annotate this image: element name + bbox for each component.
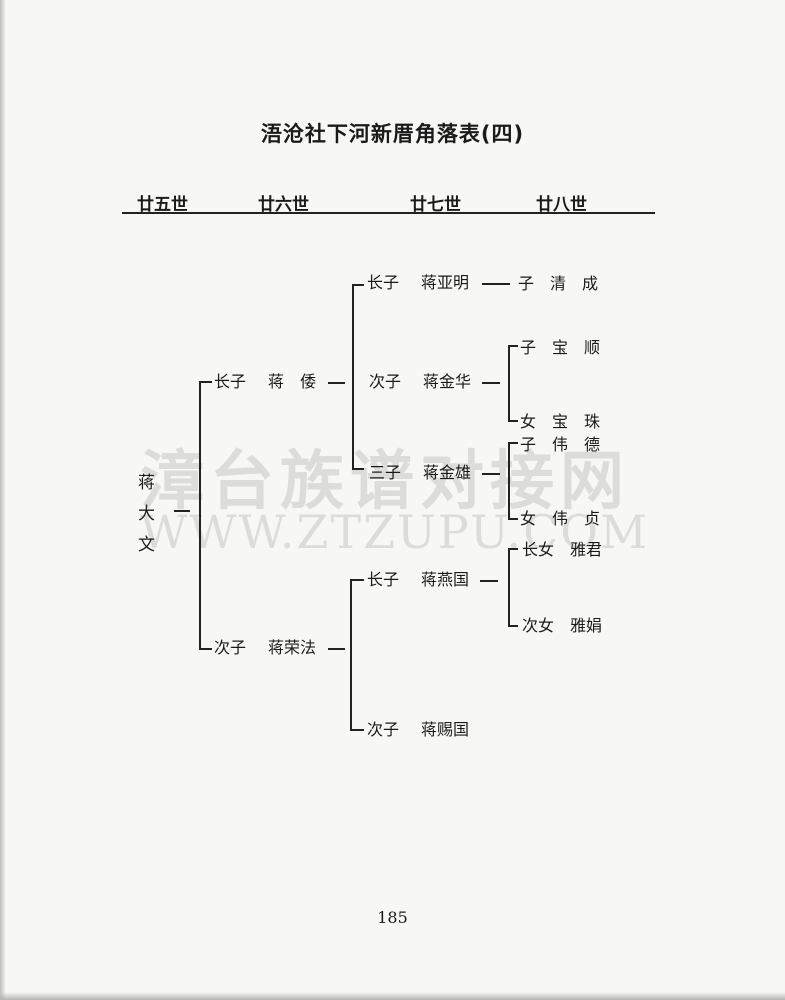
- connector: [482, 283, 510, 285]
- gen27-rel-1: 长子: [367, 273, 400, 292]
- gen27-rel-2: 次子: [369, 372, 402, 391]
- root-char-3: 文: [138, 535, 155, 555]
- generation-header-26: 廿六世: [258, 195, 309, 215]
- bracket-line: [508, 442, 510, 518]
- gen27-name-2: 蒋金华: [423, 372, 472, 391]
- gen28-child-3: 女 宝 珠: [520, 412, 601, 431]
- bracket-line: [508, 345, 518, 347]
- bracket-line: [508, 442, 518, 444]
- watermark-text: 漳台族谱对接网: [140, 445, 630, 519]
- gen26-name-2: 蒋荣法: [268, 638, 317, 657]
- generation-header-25: 廿五世: [137, 195, 188, 215]
- bracket-line: [352, 284, 354, 468]
- bracket-line: [508, 518, 518, 520]
- bracket-line: [508, 345, 510, 420]
- connector: [328, 648, 345, 650]
- bracket-line: [199, 381, 212, 383]
- gen28-child-4: 子 伟 德: [520, 435, 601, 454]
- bracket-line: [508, 548, 510, 625]
- bracket-line: [350, 579, 352, 729]
- gen26-rel-2: 次子: [214, 638, 247, 657]
- connector: [174, 510, 190, 512]
- connector: [328, 382, 345, 384]
- root-char-1: 蒋: [138, 473, 155, 493]
- bracket-line: [352, 468, 364, 470]
- gen28-child-5: 女 伟 贞: [520, 509, 601, 528]
- gen28-child-6: 长女 雅君: [522, 540, 603, 559]
- bracket-line: [508, 420, 518, 422]
- bracket-line: [350, 579, 364, 581]
- generation-header-28: 廿八世: [536, 195, 587, 215]
- scan-edge-left: [0, 0, 6, 1000]
- gen28-child-2: 子 宝 顺: [520, 338, 601, 357]
- connector: [482, 473, 500, 475]
- gen26-name-1: 蒋 倭: [268, 372, 317, 391]
- connector: [480, 580, 498, 582]
- connector: [482, 382, 500, 384]
- page-title: 浯沧社下河新厝角落表(四): [260, 122, 525, 146]
- gen28-child-7: 次女 雅娟: [522, 616, 603, 635]
- gen27-rel-4: 长子: [367, 570, 400, 589]
- scan-edge-bottom: [0, 992, 785, 1000]
- gen27-name-5: 蒋赐国: [421, 720, 470, 739]
- gen27-name-4: 蒋燕国: [421, 570, 470, 589]
- gen27-name-1: 蒋亚明: [421, 273, 470, 292]
- page-number: 185: [377, 908, 408, 927]
- gen27-rel-5: 次子: [367, 720, 400, 739]
- bracket-line: [352, 284, 364, 286]
- gen28-child-1: 子 清 成: [518, 274, 599, 293]
- gen27-rel-3: 三子: [369, 463, 402, 482]
- generation-header-27: 廿七世: [410, 195, 461, 215]
- watermark-url: WWW.ZTZUPU.COM: [140, 505, 650, 559]
- gen27-name-3: 蒋金雄: [423, 463, 472, 482]
- bracket-line: [508, 548, 518, 550]
- bracket-line: [199, 648, 212, 650]
- bracket-line: [199, 381, 201, 648]
- gen26-rel-1: 长子: [214, 372, 247, 391]
- bracket-line: [508, 625, 518, 627]
- root-char-2: 大: [138, 504, 155, 524]
- header-rule: [122, 212, 655, 214]
- bracket-line: [350, 729, 364, 731]
